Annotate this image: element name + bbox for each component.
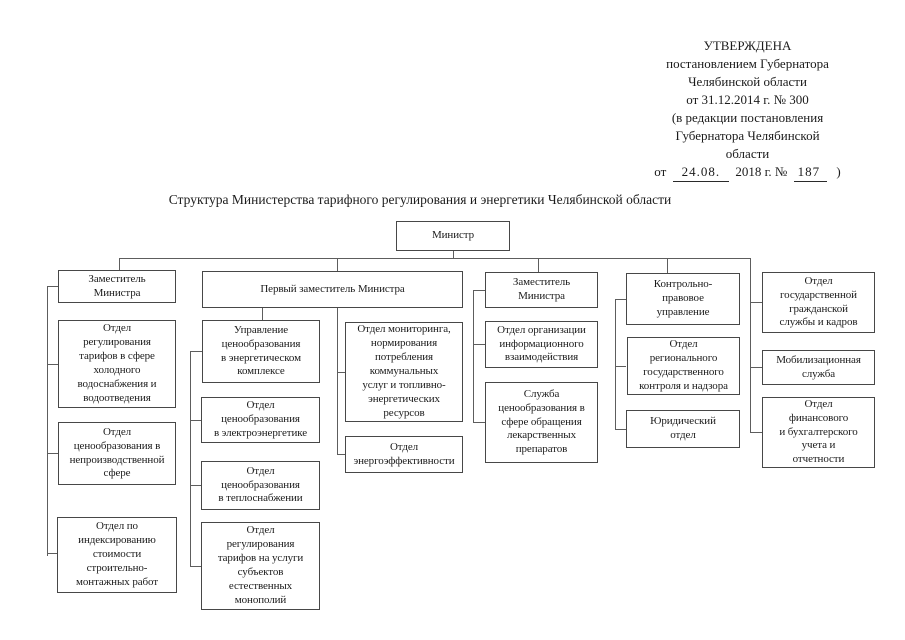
connector-line: [337, 258, 338, 272]
approval-stamp: УТВЕРЖДЕНА постановлением Губернатора Че…: [605, 37, 890, 182]
approval-number-filled: 187: [793, 163, 828, 182]
org-box-indexation-construction: Отдел по индексированию стоимости строит…: [57, 517, 177, 593]
approval-date-filled: 24.08.: [672, 163, 730, 182]
connector-line: [750, 258, 751, 433]
org-box-monitoring-utilities: Отдел мониторинга, нормирования потребле…: [345, 322, 463, 422]
org-box-pricing-nonproduction: Отдел ценообразования в непроизводственн…: [58, 422, 176, 485]
connector-line: [190, 566, 202, 567]
connector-line: [538, 258, 539, 272]
connector-line: [615, 429, 626, 430]
approval-date-suffix: ): [836, 164, 841, 179]
approval-line: Губернатора Челябинской: [675, 128, 820, 143]
approval-line: Челябинской области: [688, 74, 807, 89]
org-box-tariff-natural-monopolies: Отдел регулирования тарифов на услуги су…: [201, 522, 320, 610]
connector-line: [47, 553, 58, 554]
approval-line: области: [725, 146, 770, 161]
connector-line: [615, 299, 616, 430]
connector-line: [750, 302, 762, 303]
approval-date-prefix: от: [654, 164, 667, 179]
connector-line: [190, 485, 202, 486]
approval-line: от 31.12.2014 г. № 300: [686, 92, 809, 107]
connector-line: [47, 286, 58, 287]
approval-line: УТВЕРЖДЕНА: [703, 38, 792, 53]
org-box-control-legal-department: Контрольно- правовое управление: [626, 273, 740, 325]
org-box-deputy-minister-right: Заместитель Министра: [485, 272, 598, 308]
org-box-medicine-pricing: Служба ценообразования в сфере обращения…: [485, 382, 598, 463]
connector-line: [47, 364, 58, 365]
connector-line: [337, 308, 338, 454]
connector-line: [47, 453, 58, 454]
connector-line: [473, 344, 485, 345]
org-box-tariff-regulation-water: Отдел регулирования тарифов в сфере холо…: [58, 320, 176, 408]
org-box-pricing-heat: Отдел ценообразования в теплоснабжении: [201, 461, 320, 510]
connector-line: [190, 351, 191, 567]
connector-line: [190, 420, 202, 421]
approval-date-line: от 24.08. 2018 г. № 187 ): [605, 163, 890, 182]
connector-line: [337, 454, 345, 455]
connector-line: [615, 299, 626, 300]
approval-line: (в редакции постановления: [671, 110, 824, 125]
connector-line: [337, 372, 345, 373]
connector-line: [615, 366, 626, 367]
org-box-pricing-electricity: Отдел ценообразования в электроэнергетик…: [201, 397, 320, 443]
connector-line: [453, 251, 454, 259]
org-box-energy-efficiency: Отдел энергоэффективности: [345, 436, 463, 473]
org-box-regional-control: Отдел регионального государственного кон…: [627, 337, 740, 395]
org-box-deputy-minister-left: Заместитель Министра: [58, 270, 176, 303]
connector-line: [667, 258, 668, 273]
approval-line: постановлением Губернатора: [666, 56, 829, 71]
approval-date-middle: 2018 г. №: [735, 164, 788, 179]
page-title: Структура Министерства тарифного регулир…: [168, 192, 672, 207]
connector-line: [473, 422, 485, 423]
connector-line: [119, 258, 120, 271]
connector-line: [473, 290, 474, 423]
connector-line: [47, 286, 48, 556]
connector-line: [473, 290, 485, 291]
connector-line: [750, 432, 762, 433]
org-box-first-deputy-minister: Первый заместитель Министра: [202, 271, 463, 308]
org-box-energy-pricing-department: Управление ценообразования в энергетичес…: [202, 320, 320, 383]
connector-line: [262, 308, 263, 320]
org-box-mobilization-service: Мобилизационная служба: [762, 350, 875, 385]
org-box-finance-accounting: Отдел финансового и бухгалтерского учета…: [762, 397, 875, 468]
org-box-minister: Министр: [396, 221, 510, 251]
connector-line: [750, 367, 762, 368]
connector-line: [190, 351, 202, 352]
org-box-civil-service-hr: Отдел государственной гражданской службы…: [762, 272, 875, 333]
org-box-information-interaction: Отдел организации информационного взаимо…: [485, 321, 598, 368]
connector-line: [119, 258, 751, 259]
org-box-legal-department: Юридический отдел: [626, 410, 740, 448]
